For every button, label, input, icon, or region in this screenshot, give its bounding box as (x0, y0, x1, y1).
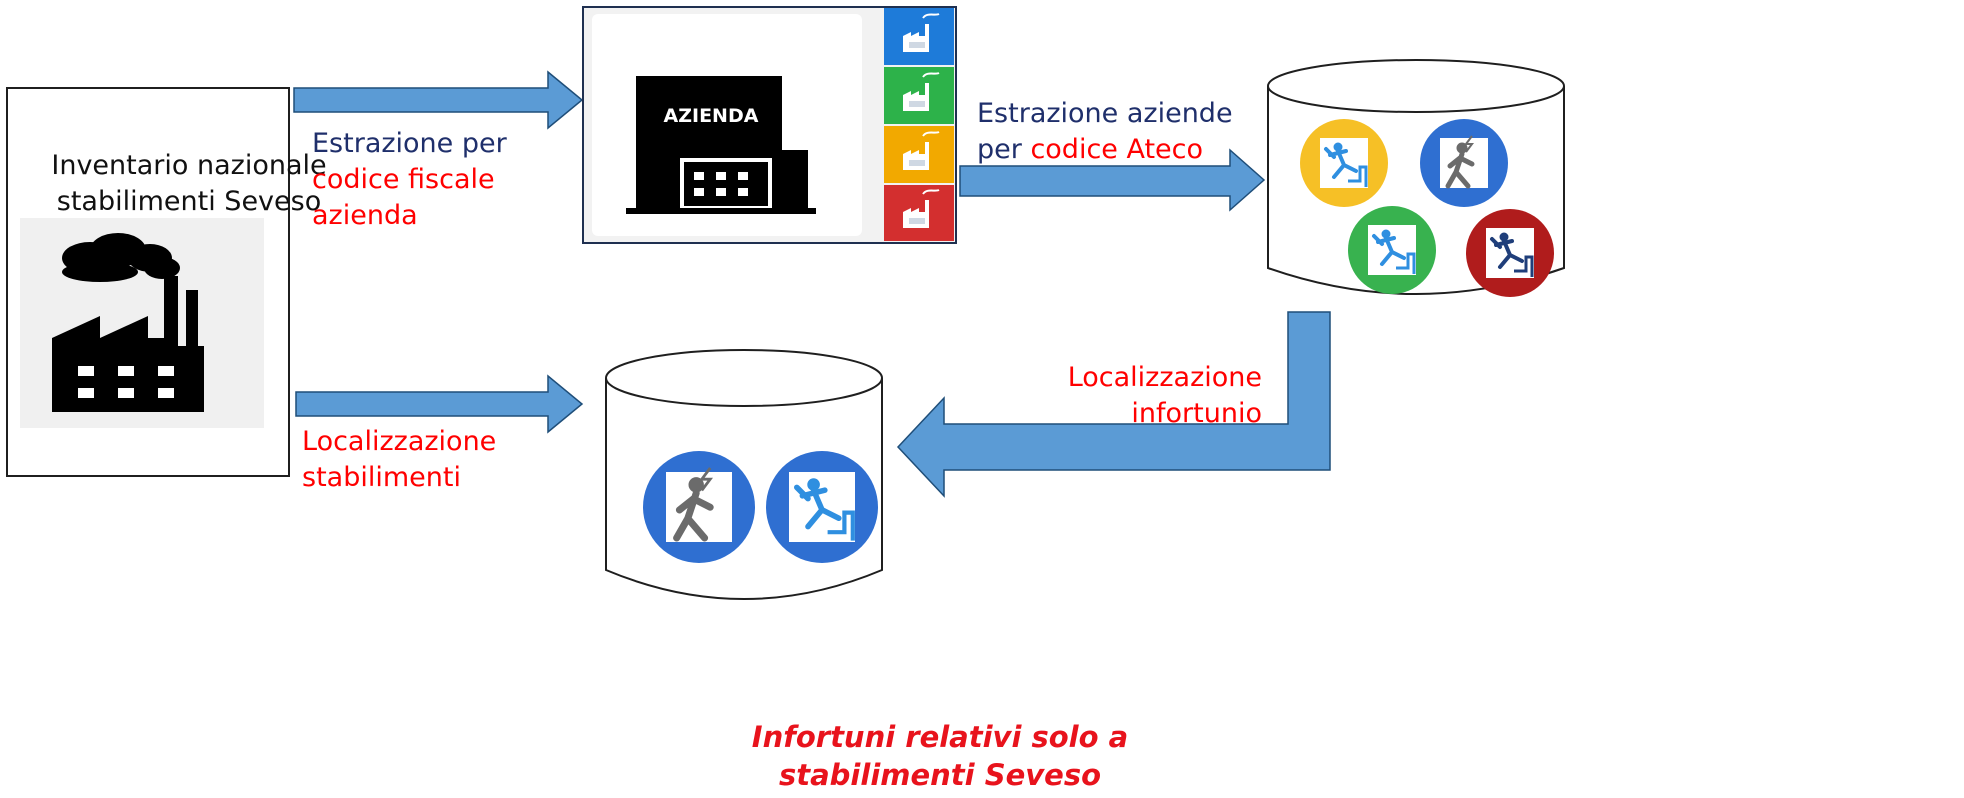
electrocution-accident-icon (643, 451, 755, 563)
company-sign-text: AZIENDA (664, 105, 759, 127)
label-to-company: Estrazione per codice fiscale azienda (312, 126, 507, 234)
fall-accident-darkred-icon (1466, 209, 1554, 297)
arrow-localization-injury (896, 311, 1331, 498)
factory-icon (20, 218, 264, 428)
label-to-company-line1: Estrazione per (312, 128, 507, 159)
label-to-database-line2: per codice Ateco (977, 132, 1233, 168)
result-caption-line1: Infortuni relativi solo a (751, 720, 1129, 754)
inventory-title-line1: Inventario nazionale (51, 150, 327, 181)
green-plant-icon (884, 67, 954, 124)
yellow-plant-icon (884, 126, 954, 183)
arrow-to-database (959, 148, 1266, 212)
inventory-title: Inventario nazionale stabilimenti Seveso (14, 148, 364, 220)
label-to-database: Estrazione aziende per codice Ateco (977, 96, 1233, 168)
result-caption-line2: stabilimenti Seveso (778, 758, 1102, 792)
label-localization-plants-line1: Localizzazione (302, 426, 497, 457)
red-plant-icon (884, 185, 954, 241)
label-localization-plants: Localizzazione stabilimenti (302, 424, 496, 496)
fall-accident-green-icon (1348, 206, 1436, 294)
label-localization-injury-line2: infortunio (1131, 398, 1262, 429)
result-caption: Infortuni relativi solo a stabilimenti S… (680, 718, 1200, 794)
fall-accident-yellow-icon (1300, 119, 1388, 207)
fall-accident-icon (766, 451, 878, 563)
arrow-localization-plants (295, 374, 584, 434)
electrocution-accident-blue-icon (1420, 119, 1508, 207)
label-localization-injury: Localizzazione infortunio (1040, 360, 1262, 432)
label-to-database-highlight: codice Ateco (1030, 134, 1204, 165)
blue-plant-icon (884, 8, 954, 65)
label-localization-injury-line1: Localizzazione (1067, 362, 1262, 393)
label-to-company-line2: codice fiscale (312, 164, 495, 195)
company-building-icon (626, 76, 816, 214)
label-to-company-line3: azienda (312, 200, 418, 231)
label-to-database-line1: Estrazione aziende (977, 98, 1233, 129)
inventory-title-line2: stabilimenti Seveso (56, 186, 322, 217)
arrow-to-company (293, 70, 584, 130)
label-to-database-prefix: per (977, 134, 1031, 165)
label-localization-plants-line2: stabilimenti (302, 462, 461, 493)
